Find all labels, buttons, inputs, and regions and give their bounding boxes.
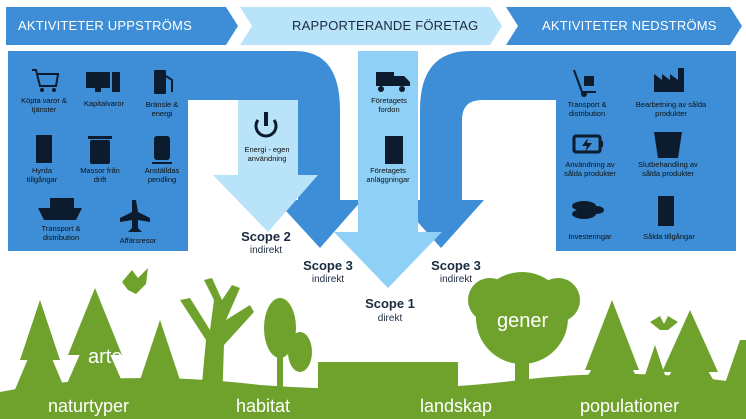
caption-massor: Massor från drift (80, 166, 120, 184)
caption-investeringar: Investeringar (568, 232, 612, 241)
word-gener: gener (497, 310, 549, 332)
nature-landscape (0, 272, 746, 419)
recycle-bin-icon (654, 132, 682, 158)
cargo-ship-icon (38, 198, 82, 220)
caption-anvandning: Användning av sålda produkter (564, 160, 616, 178)
scope2-arrow (213, 100, 318, 232)
scope1-arrow (334, 51, 442, 288)
building-icon (36, 135, 52, 163)
word-arter: arter (88, 346, 130, 368)
bat-icon (650, 316, 678, 330)
caption-kopta-varor: Köpta varor & tjänster (21, 96, 67, 114)
word-landskap: landskap (420, 396, 493, 416)
caption-slutbehandling: Slutbehandling av sålda produkter (638, 160, 698, 178)
power-icon (254, 112, 278, 138)
shopping-cart-icon (32, 69, 60, 92)
trash-bin-icon (88, 136, 112, 164)
scope3-right-arrow (398, 51, 556, 248)
caption-kapitalvaror: Kapitalvaror (83, 99, 125, 108)
header-upstream-banner (6, 7, 238, 45)
caption-salda-tillgangar: Sålda tillgångar (643, 232, 695, 241)
caption-bransle: Bränsle & energi (145, 100, 179, 118)
tower-icon (658, 196, 674, 226)
caption-transport-up: Transport & distribution (41, 224, 81, 242)
header-reporting: RAPPORTERANDE FÖRETAG (292, 18, 479, 33)
header-upstream: AKTIVITETER UPPSTRÖMS (18, 18, 192, 33)
caption-transport-down: Transport & distribution (567, 100, 607, 118)
scope1-title: Scope 1 (365, 296, 415, 311)
battery-icon (572, 134, 603, 154)
office-building-icon (385, 136, 403, 164)
scope3-right-title: Scope 3 (431, 258, 481, 273)
fuel-pump-icon (154, 70, 173, 94)
caption-affarsresor: Affärsresor (119, 236, 157, 245)
word-habitat: habitat (236, 396, 291, 416)
train-icon (152, 136, 172, 164)
coins-icon (572, 201, 604, 219)
word-naturtyper: naturtyper (48, 396, 130, 416)
scope1-sub: direkt (377, 313, 403, 324)
scope3-left-sub: indirekt (311, 274, 345, 285)
caption-bearbetning: Bearbetning av sålda produkter (635, 100, 707, 118)
caption-energi: Energi - egen användning (244, 145, 290, 163)
caption-hyrda: Hyrda tillgångar (26, 166, 58, 184)
header-downstream: AKTIVITETER NEDSTRÖMS (542, 18, 717, 33)
header-downstream-banner (506, 7, 742, 45)
caption-foretagets-anlaggningar: Företagets anläggningar (366, 166, 410, 184)
eagle-icon (122, 268, 148, 294)
caption-anstalldas: Anställdas pendling (144, 166, 180, 184)
airplane-icon (120, 200, 150, 232)
scope3-right-sub: indirekt (439, 274, 473, 285)
computer-icon (86, 72, 120, 92)
scope3-left-title: Scope 3 (303, 258, 353, 273)
hand-truck-icon (573, 69, 596, 97)
scope2-title: Scope 2 (241, 229, 291, 244)
word-populationer: populationer (580, 396, 680, 416)
caption-foretagets-fordon: Företagets fordon (371, 96, 407, 114)
scope2-sub: indirekt (249, 245, 283, 256)
truck-icon (376, 72, 410, 92)
scope3-left-arrow (188, 51, 362, 248)
factory-icon (654, 68, 684, 92)
header-reporting-banner (240, 7, 502, 45)
